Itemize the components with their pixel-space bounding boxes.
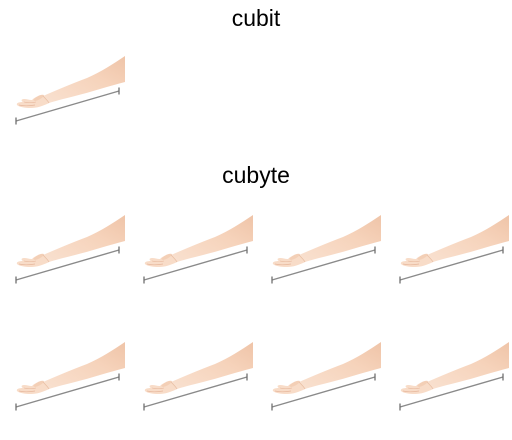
forearm-with-measuring-line-icon (13, 56, 125, 126)
cubyte-forearm-image-7 (269, 342, 381, 412)
cubyte-forearm-image-3 (269, 215, 381, 285)
forearm-with-measuring-line-icon (269, 342, 381, 412)
forearm-with-measuring-line-icon (141, 342, 253, 412)
cubyte-forearm-image-4 (397, 215, 509, 285)
forearm-with-measuring-line-icon (269, 215, 381, 285)
cubyte-forearm-image-8 (397, 342, 509, 412)
forearm-with-measuring-line-icon (397, 342, 509, 412)
forearm-with-measuring-line-icon (141, 215, 253, 285)
cubyte-heading: cubyte (222, 162, 290, 188)
cubyte-forearm-image-1 (13, 215, 125, 285)
cubyte-forearm-image-5 (13, 342, 125, 412)
forearm-with-measuring-line-icon (397, 215, 509, 285)
cubit-forearm-image (13, 56, 125, 126)
cubyte-forearm-image-6 (141, 342, 253, 412)
cubyte-forearm-image-2 (141, 215, 253, 285)
forearm-with-measuring-line-icon (13, 215, 125, 285)
cubit-heading: cubit (231, 5, 281, 31)
forearm-with-measuring-line-icon (13, 342, 125, 412)
